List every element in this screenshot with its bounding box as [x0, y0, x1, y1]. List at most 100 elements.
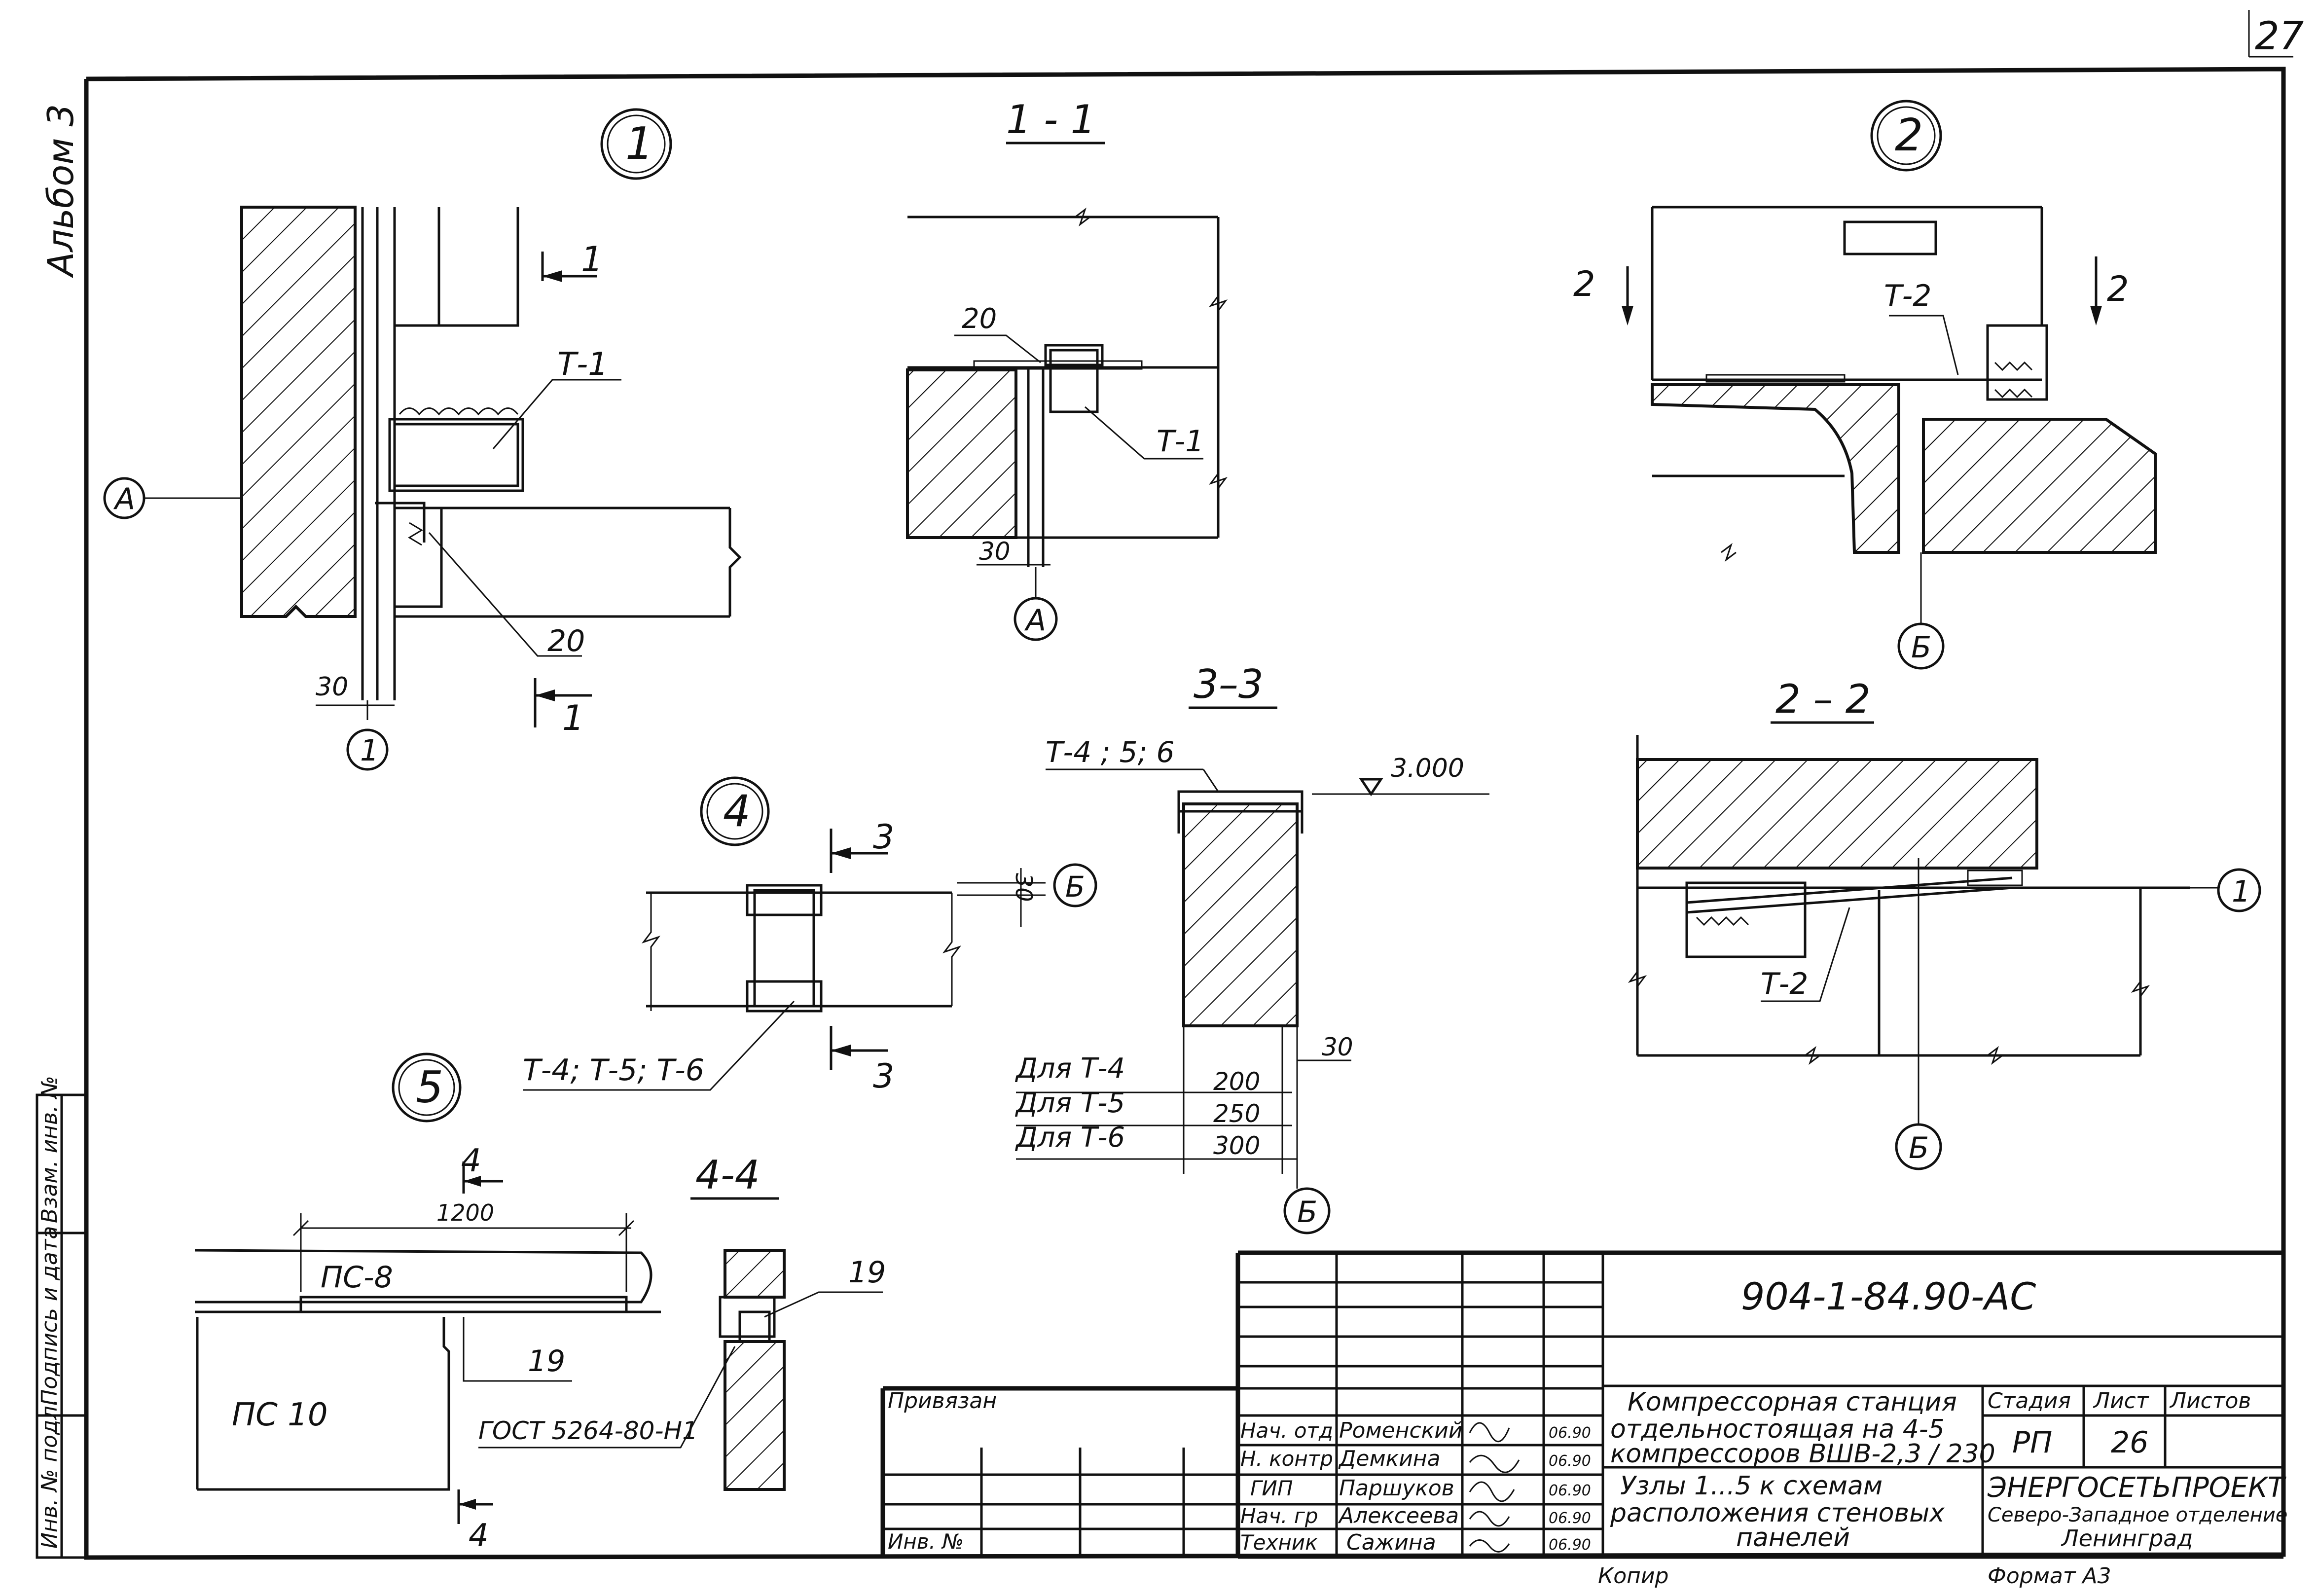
- title-block-privyazan: Привязан: [888, 1388, 997, 1414]
- size-row-label: Для Т-4: [1014, 1052, 1125, 1085]
- node-1-dim-30: 30: [316, 672, 348, 702]
- node-1-axis-a: А: [113, 482, 135, 516]
- section-3-3-size-table: Для Т-4 200 Для Т-5 250 Для Т-6 300: [1014, 1052, 1297, 1160]
- person-role: Нач. отд: [1240, 1418, 1333, 1443]
- stage-header: Стадия: [1988, 1388, 2071, 1414]
- title-block: Привязан Инв. № 904-1-84.90-АС Компрессо…: [880, 1250, 2287, 1589]
- person-date: 06.90: [1549, 1424, 1591, 1442]
- section-1-1-title: 1 - 1: [1006, 97, 1096, 143]
- person-name: Роменский: [1339, 1418, 1462, 1443]
- node-1-axis-1: 1: [360, 733, 379, 768]
- section-1-1: 1 - 1 20 Т-1 30 А: [906, 97, 1228, 641]
- node-2: 2 Т-2 2 2 Б: [1573, 100, 2157, 670]
- section-2-2-title: 2 – 2: [1775, 676, 1871, 722]
- section-2-2-axis-b: Б: [1909, 1131, 1929, 1165]
- size-row-value: 250: [1213, 1099, 1260, 1128]
- person-name: Сажина: [1346, 1530, 1436, 1555]
- stage-value: РП: [2012, 1425, 2052, 1460]
- node-1-mark: 1: [625, 118, 653, 170]
- sheets-header: Листов: [2169, 1388, 2251, 1414]
- org-city: Ленинград: [2061, 1525, 2193, 1552]
- section-2-2-axis-1: 1: [2232, 874, 2250, 909]
- node-5-section-mark-top: 4: [461, 1143, 481, 1179]
- copy-label: Копир: [1598, 1563, 1668, 1589]
- sheet-title-line-3: панелей: [1736, 1523, 1850, 1553]
- sheet-title-line-2: расположения стеновых: [1610, 1498, 1945, 1528]
- person-name: Паршуков: [1339, 1476, 1454, 1501]
- person-date: 06.90: [1549, 1482, 1591, 1499]
- node-4-section-mark-top: 3: [873, 818, 894, 857]
- node-5-panel-bottom: ПС 10: [232, 1397, 328, 1433]
- person-role: Нач. гр: [1240, 1504, 1318, 1528]
- section-1-1-dim-30: 30: [979, 537, 1011, 566]
- section-1-1-tag-t1: Т-1: [1157, 424, 1204, 459]
- signature-rows: Нач. отд Роменский 06.90 Н. контр Демкин…: [1240, 1418, 1591, 1555]
- node-2-section-mark-left: 2: [1573, 264, 1595, 304]
- sheet-number-value: 26: [2111, 1425, 2148, 1460]
- stamp-replace-label: Взам. инв. №: [37, 1076, 62, 1223]
- node-5-panel-top: ПС-8: [321, 1260, 393, 1295]
- title-block-inv: Инв. №: [888, 1529, 964, 1554]
- size-row-label: Для Т-6: [1014, 1122, 1125, 1154]
- section-3-3-axis-b: Б: [1297, 1195, 1317, 1230]
- org-branch: Северо-Западное отделение: [1988, 1504, 2287, 1526]
- node-1-tag-20: 20: [547, 624, 585, 658]
- node-4-tags: Т-4; Т-5; Т-6: [523, 1053, 704, 1088]
- format-label: Формат А3: [1988, 1563, 2111, 1589]
- section-3-3: 3–3 Т-4 ; 5; 6 3.000 30 Для Т-4 200 Для …: [1014, 661, 1489, 1234]
- section-4-4-tag-19: 19: [848, 1255, 886, 1290]
- title-block-code: 904-1-84.90-АС: [1741, 1274, 2036, 1318]
- person-date: 06.90: [1549, 1452, 1591, 1470]
- node-5-tag-19: 19: [528, 1344, 565, 1378]
- node-2-mark: 2: [1895, 109, 1923, 161]
- section-2-2-tag-t2: Т-2: [1761, 967, 1808, 1001]
- person-name: Демкина: [1338, 1446, 1441, 1471]
- node-4-dim-30: 30: [1011, 873, 1037, 902]
- size-row-label: Для Т-5: [1014, 1087, 1125, 1119]
- section-2-2: 2 – 2 Т-2 1 Б: [1628, 676, 2261, 1170]
- section-1-1-tag-20: 20: [962, 303, 997, 335]
- node-5-dim-1200: 1200: [436, 1199, 494, 1226]
- person-date: 06.90: [1549, 1536, 1591, 1554]
- album-label: Альбом 3: [40, 104, 81, 278]
- person-date: 06.90: [1549, 1510, 1591, 1527]
- project-line-2: отдельностоящая на 4-5: [1610, 1415, 1945, 1444]
- node-5: 5 4 1200 ПС-8 ПС 10 19 4: [194, 1052, 661, 1554]
- node-4: 4 3 3 30 Б Т-4; Т-5; Т-6: [523, 776, 1097, 1096]
- node-1-tag-t1: Т-1: [557, 346, 608, 383]
- node-1-section-mark-top: 1: [581, 239, 603, 280]
- section-3-3-level: 3.000: [1391, 754, 1464, 783]
- node-1-section-mark-bottom: 1: [562, 698, 584, 738]
- node-1: 1 Т-1 20 А 30: [103, 108, 742, 771]
- size-row-value: 200: [1213, 1067, 1260, 1096]
- person-role: Н. контр: [1240, 1447, 1333, 1471]
- section-4-4: 4-4 19 ГОСТ 5264-80-Н1: [478, 1152, 886, 1491]
- node-4-mark: 4: [723, 786, 751, 836]
- stamp-sign-label: Подпись и дата: [37, 1226, 62, 1406]
- node-2-tag-t2: Т-2: [1884, 279, 1931, 313]
- sheet-header: Лист: [2093, 1388, 2149, 1414]
- section-1-1-axis-a: А: [1024, 603, 1046, 638]
- size-row-value: 300: [1213, 1131, 1260, 1160]
- node-5-mark: 5: [416, 1062, 443, 1113]
- sheet-title-line-1: Узлы 1...5 к схемам: [1620, 1471, 1883, 1501]
- org-name: ЭНЕРГОСЕТЬПРОЕКТ: [1987, 1472, 2286, 1504]
- stamp-inv-label: Инв. № подл.: [37, 1399, 62, 1549]
- side-stamp: Инв. № подл. Подпись и дата Взам. инв. №: [36, 1076, 88, 1559]
- section-3-3-tags: Т-4 ; 5; 6: [1046, 735, 1174, 769]
- section-4-4-gost: ГОСТ 5264-80-Н1: [478, 1416, 698, 1445]
- project-line-3: компрессоров ВШВ-2,3 / 230: [1610, 1439, 1995, 1469]
- node-4-axis-b: Б: [1065, 870, 1085, 904]
- person-role: ГИП: [1250, 1476, 1293, 1500]
- person-name: Алексеева: [1338, 1503, 1459, 1528]
- section-3-3-dim-30: 30: [1322, 1033, 1353, 1061]
- section-3-3-title: 3–3: [1194, 661, 1264, 707]
- node-2-axis-b: Б: [1911, 630, 1931, 665]
- sheet-number: 27: [2255, 14, 2304, 59]
- project-line-1: Компрессорная станция: [1628, 1387, 1957, 1417]
- person-role: Техник: [1240, 1530, 1318, 1555]
- node-4-section-mark-bottom: 3: [873, 1057, 894, 1096]
- node-2-section-mark-right: 2: [2107, 269, 2129, 309]
- node-5-section-mark-bottom: 4: [469, 1518, 489, 1554]
